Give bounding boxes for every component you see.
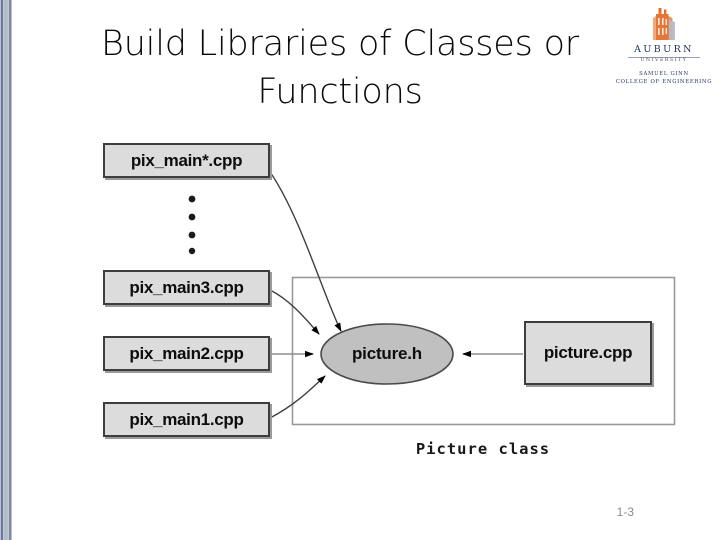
picture-class-caption: Picture class (415, 440, 551, 458)
auburn-university-logo: AUBURN UNIVERSITY SAMUEL GINN COLLEGE OF… (612, 6, 716, 98)
implementation-box-picture-cpp: picture.cpp (524, 321, 652, 385)
auburn-tower-emblem-icon (644, 6, 684, 44)
logo-subwordmark: UNIVERSITY (640, 57, 688, 63)
arrow-pix-main3-to-header (269, 289, 320, 335)
client-box-pix-main3: pix_main3.cpp (103, 270, 270, 305)
picture-class-container-box (291, 276, 676, 426)
slide-title: Build Libraries of Classes or Functions (60, 20, 620, 117)
picture-header-label: picture.h (352, 344, 422, 363)
logo-college-name: SAMUEL GINN COLLEGE OF ENGINEERING (612, 71, 716, 87)
logo-college-line-1: SAMUEL GINN (639, 71, 689, 78)
slide-title-line-2: Functions (257, 72, 423, 113)
logo-college-line-2: COLLEGE OF ENGINEERING (615, 79, 713, 86)
arrow-pix-main1-to-header (269, 375, 326, 419)
stripe-inner-band (3, 0, 9, 540)
page-number: 1-3 (616, 505, 634, 519)
left-accent-stripe (0, 0, 12, 540)
stripe-edge-right (9, 0, 11, 540)
client-box-pix-main1: pix_main1.cpp (103, 402, 270, 437)
logo-wordmark: AUBURN (634, 44, 694, 55)
arrow-pix-main-star-to-header (269, 171, 342, 332)
logo-divider (628, 56, 700, 58)
client-box-pix-main2: pix_main2.cpp (103, 336, 270, 371)
client-box-pix-main-star: pix_main*.cpp (103, 143, 270, 178)
picture-header-ellipse (320, 323, 454, 385)
stripe-edge-left (1, 0, 3, 540)
slide-title-line-1: Build Libraries of Classes or (100, 24, 579, 64)
ellipsis-dots (188, 195, 196, 255)
